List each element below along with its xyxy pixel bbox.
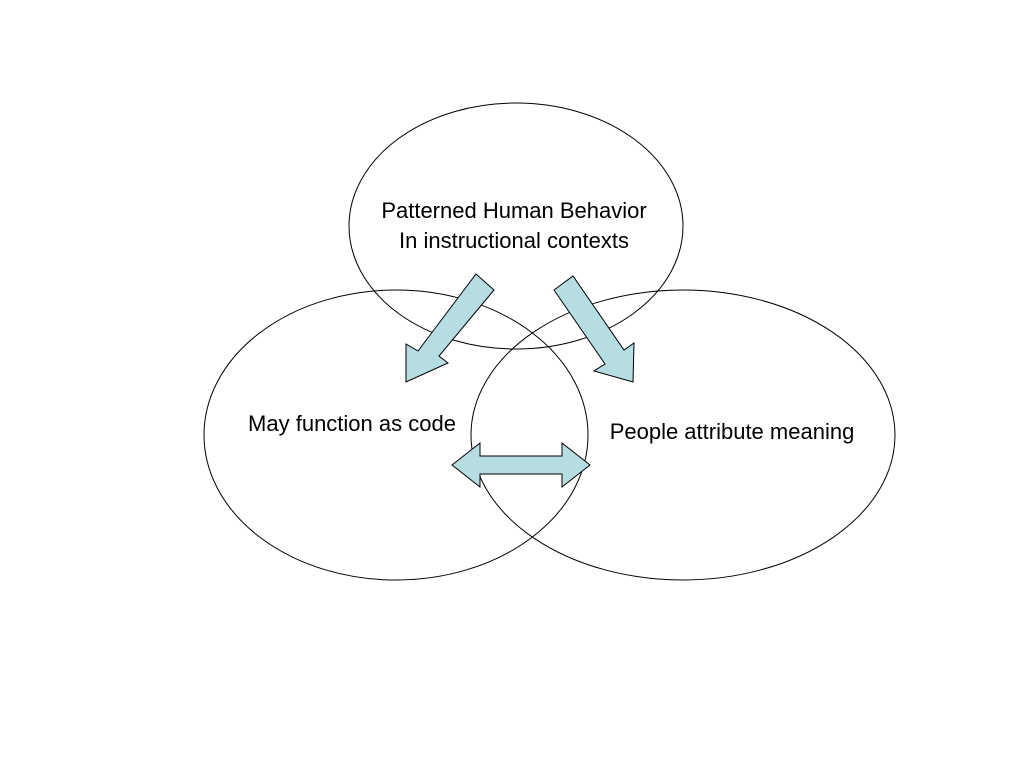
double-arrow-left-right bbox=[451, 441, 591, 489]
circle-right bbox=[470, 289, 896, 581]
label-right: People attribute meaning bbox=[610, 419, 855, 444]
arrow-top-to-left bbox=[405, 273, 495, 383]
label-top-line1: Patterned Human Behavior bbox=[381, 198, 646, 223]
circle-left bbox=[203, 289, 589, 581]
label-top-line2: In instructional contexts bbox=[399, 228, 629, 253]
label-left: May function as code bbox=[248, 411, 456, 436]
arrow-top-to-right bbox=[553, 275, 635, 383]
circle-top bbox=[348, 102, 684, 350]
